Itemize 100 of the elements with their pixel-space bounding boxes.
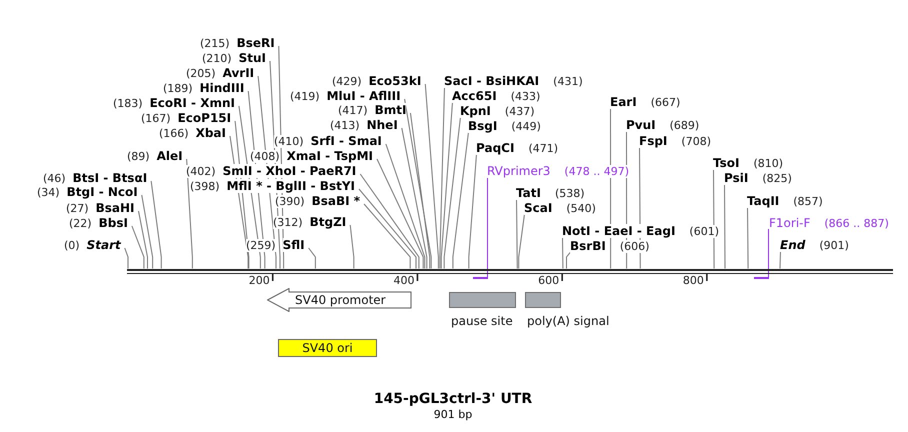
enzyme-name: BbsI bbox=[98, 216, 128, 230]
primer-mark bbox=[473, 277, 488, 279]
site-position: (210) bbox=[202, 52, 232, 65]
site-position: (46) bbox=[43, 172, 66, 185]
enzyme-name: SacI - BsiHKAI bbox=[444, 74, 540, 88]
site-position: (437) bbox=[504, 105, 534, 118]
enzyme-name: TaqII bbox=[747, 194, 780, 208]
leader-line bbox=[724, 184, 726, 269]
site-position: (402) bbox=[186, 165, 216, 178]
site-position: (449) bbox=[511, 120, 541, 133]
enzyme-name: BsgI bbox=[468, 119, 498, 133]
enzyme-name: SrfI - SmaI bbox=[310, 134, 382, 148]
site-position: (27) bbox=[66, 202, 89, 215]
enzyme-name: Acc65I bbox=[452, 89, 497, 103]
site-position: (215) bbox=[200, 37, 230, 50]
site-position: (259) bbox=[246, 239, 276, 252]
leader-line bbox=[131, 226, 144, 269]
site-position: (901) bbox=[819, 239, 849, 252]
enzyme-name: EarI bbox=[610, 95, 637, 109]
enzyme-name: BmtI bbox=[374, 103, 406, 117]
primer-name: RVprimer3 bbox=[487, 164, 550, 178]
enzyme-name: BtsI - BtsαI bbox=[72, 171, 148, 185]
site-position: (433) bbox=[510, 90, 540, 103]
leader-line bbox=[424, 84, 439, 269]
site-position: (413) bbox=[330, 119, 360, 132]
site-position: (667) bbox=[650, 96, 680, 109]
leader-line bbox=[358, 188, 416, 269]
sequence-length: 901 bp bbox=[432, 408, 474, 421]
leader-line bbox=[768, 228, 769, 278]
enzyme-name: BtgI - NcoI bbox=[66, 185, 138, 199]
leader-line bbox=[566, 252, 571, 269]
site-position: (205) bbox=[186, 67, 216, 80]
leader-line bbox=[452, 132, 469, 269]
primer-name: F1ori-F bbox=[769, 216, 810, 230]
leader-line bbox=[138, 210, 148, 269]
feature-label: poly(A) signal bbox=[527, 314, 610, 329]
leader-line bbox=[364, 204, 411, 269]
site-position: (471) bbox=[528, 142, 558, 155]
leader-line bbox=[516, 198, 518, 269]
feature-label: SV40 promoter bbox=[295, 292, 386, 308]
enzyme-name: PsiI bbox=[724, 171, 748, 185]
enzyme-name: EcoP15I bbox=[178, 111, 232, 125]
enzyme-name: PvuI bbox=[626, 118, 656, 132]
ruler-label: 200 bbox=[248, 275, 270, 287]
enzyme-name: AvrII bbox=[222, 66, 254, 80]
site-position: (0) bbox=[64, 239, 80, 252]
dna-backbone bbox=[127, 268, 893, 274]
leader-line bbox=[141, 194, 154, 269]
enzyme-name: XbaI bbox=[196, 126, 226, 140]
site-position: (166) bbox=[159, 127, 189, 140]
leader-line bbox=[150, 180, 162, 269]
enzyme-name: TsoI bbox=[713, 156, 740, 170]
enzyme-name: NheI bbox=[366, 118, 398, 132]
enzyme-name: BsaHI bbox=[96, 201, 134, 215]
leader-line bbox=[186, 158, 193, 269]
site-position: (34) bbox=[37, 186, 60, 199]
enzyme-name: Eco53kI bbox=[368, 74, 422, 88]
leader-line bbox=[404, 98, 432, 269]
enzyme-name: XmaI - TspMI bbox=[286, 149, 373, 163]
leader-line bbox=[780, 250, 781, 269]
map-title: 145-pGL3ctrl-3' UTR bbox=[372, 391, 534, 408]
site-position: (410) bbox=[274, 135, 304, 148]
site-position: (431) bbox=[553, 75, 583, 88]
enzyme-name: MflI * - BglII - BstYI bbox=[226, 179, 355, 193]
leader-line bbox=[308, 248, 316, 269]
sequence-end-label: Start bbox=[86, 238, 121, 252]
site-position: (825) bbox=[762, 172, 792, 185]
leader-line bbox=[713, 168, 715, 269]
enzyme-name: KpnI bbox=[460, 104, 491, 118]
leader-line bbox=[487, 176, 488, 278]
site-position: (189) bbox=[163, 82, 193, 95]
site-position: (429) bbox=[332, 75, 362, 88]
leader-line bbox=[376, 158, 424, 269]
enzyme-name: SmlI - XhoI - PaeR7I bbox=[222, 164, 356, 178]
enzyme-name: BsaBI * bbox=[312, 194, 360, 208]
feature-label: pause site bbox=[451, 314, 513, 329]
leader-line bbox=[410, 112, 430, 269]
leader-line bbox=[439, 86, 445, 269]
site-position: (689) bbox=[670, 119, 700, 132]
site-position: (606) bbox=[620, 240, 650, 253]
leader-line bbox=[518, 214, 525, 269]
enzyme-name: AleI bbox=[156, 149, 183, 163]
enzyme-name: BtgZI bbox=[310, 215, 346, 229]
enzyme-name: PaqCI bbox=[476, 141, 514, 155]
leader-line bbox=[747, 206, 749, 269]
enzyme-name: NotI - EaeI - EagI bbox=[562, 224, 676, 238]
site-position: (810) bbox=[753, 157, 784, 170]
leader-line bbox=[124, 248, 128, 269]
site-position: (857) bbox=[793, 195, 823, 208]
ruler-label: 800 bbox=[682, 275, 704, 287]
site-position: (398) bbox=[190, 180, 220, 193]
site-position: (408) bbox=[250, 150, 280, 163]
enzyme-name: EcoRI - XmnI bbox=[150, 96, 235, 110]
enzyme-name: HindIII bbox=[200, 81, 244, 95]
enzyme-name: BseRI bbox=[236, 36, 275, 50]
leader-line bbox=[401, 128, 428, 269]
feature-box: SV40 ori bbox=[278, 339, 377, 357]
enzyme-name: TatI bbox=[516, 186, 541, 200]
site-position: (417) bbox=[338, 104, 368, 117]
ruler-label: 600 bbox=[538, 275, 560, 287]
